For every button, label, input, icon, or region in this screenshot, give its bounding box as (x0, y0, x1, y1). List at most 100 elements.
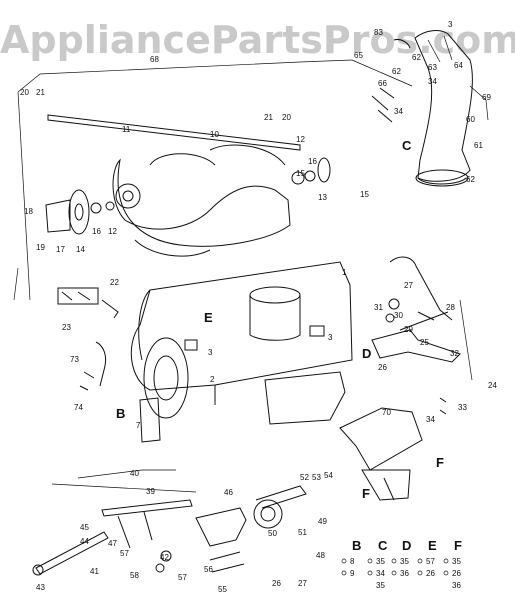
callout: 57 (178, 573, 187, 582)
letter-labels: E D B F F C (116, 138, 444, 501)
callout: 40 (130, 469, 139, 478)
callout: 49 (318, 517, 327, 526)
callout: 34 (426, 415, 435, 424)
hardware-legend: B C D E F 8 35 35 57 35 9 34 36 26 26 35… (341, 538, 462, 590)
legend-header: C (378, 538, 388, 553)
handle-linkage (32, 485, 307, 576)
callout: 74 (74, 403, 83, 412)
legend-cell: 35 (376, 581, 385, 590)
callout: 34 (428, 77, 437, 86)
callout: 69 (482, 93, 491, 102)
callout: 46 (224, 488, 233, 497)
callout: 61 (474, 141, 483, 150)
legend-cell: 8 (350, 557, 355, 566)
legend-cell: 57 (426, 557, 435, 566)
callout: 26 (378, 363, 387, 372)
callout: 15 (296, 169, 305, 178)
callout: 19 (36, 243, 45, 252)
callout: 73 (70, 355, 79, 364)
legend-header: B (352, 538, 361, 553)
letter-label: F (362, 486, 370, 501)
legend-cell: 34 (376, 569, 385, 578)
legend-cell: 35 (452, 557, 461, 566)
legend-header: F (454, 538, 462, 553)
callout: 20 (282, 113, 291, 122)
legend-cell: 26 (452, 569, 461, 578)
letter-label: F (436, 455, 444, 470)
callout: 32 (450, 349, 459, 358)
callout: 47 (108, 539, 117, 548)
callout: 14 (76, 245, 85, 254)
legend-header: D (402, 538, 411, 553)
callout: 2 (210, 375, 215, 384)
letter-label: E (204, 310, 213, 325)
callout: 28 (446, 303, 455, 312)
callout: 62 (466, 175, 475, 184)
auger-housing (130, 261, 353, 443)
callout: 34 (394, 107, 403, 116)
letter-label: D (362, 346, 371, 361)
callout: 7 (136, 421, 141, 430)
legend-cell: 26 (426, 569, 435, 578)
callout: 30 (394, 311, 403, 320)
callout: 29 (404, 325, 413, 334)
callout: 48 (316, 551, 325, 560)
legend-cell: 9 (350, 569, 355, 578)
callout: 62 (392, 67, 401, 76)
letter-label: C (402, 138, 412, 153)
legend-cell: 36 (400, 569, 409, 578)
legend-header: E (428, 538, 437, 553)
callout: 43 (36, 583, 45, 592)
callout: 26 (272, 579, 281, 588)
callout: 50 (268, 529, 277, 538)
callout: 63 (428, 63, 437, 72)
callout: 10 (210, 130, 219, 139)
callout: 16 (308, 157, 317, 166)
callout: 58 (130, 571, 139, 580)
callout: 57 (120, 549, 129, 558)
callout: 64 (454, 61, 463, 70)
callout: 3 (208, 348, 213, 357)
skid-shoe (339, 407, 423, 501)
callout: 1 (342, 268, 347, 277)
callout: 15 (360, 190, 369, 199)
callout: 83 (374, 28, 383, 37)
callout: 24 (488, 381, 497, 390)
callout-labels: 83 3 65 62 64 66 34 63 62 69 60 61 62 34… (20, 20, 497, 594)
callout: 21 (264, 113, 273, 122)
callout: 3 (328, 333, 333, 342)
callout: 62 (412, 53, 421, 62)
callout: 52 (300, 473, 309, 482)
auger-assembly (45, 114, 331, 257)
callout: 42 (160, 553, 169, 562)
group-brackets (13, 59, 489, 493)
callout: 51 (298, 528, 307, 537)
callout: 45 (80, 523, 89, 532)
callout: 16 (92, 227, 101, 236)
callout: 27 (298, 579, 307, 588)
legend-cell: 35 (400, 557, 409, 566)
callout: 3 (448, 20, 453, 29)
misc-parts (57, 287, 119, 391)
letter-label: B (116, 406, 125, 421)
callout: 65 (354, 51, 363, 60)
callout: 39 (146, 487, 155, 496)
callout: 17 (56, 245, 65, 254)
callout: 25 (420, 338, 429, 347)
callout: 12 (296, 135, 305, 144)
legend-cell: 36 (452, 581, 461, 590)
discharge-chute (371, 30, 473, 187)
drive-linkage (371, 256, 461, 415)
callout: 56 (204, 565, 213, 574)
callout: 54 (324, 471, 333, 480)
callout: 53 (312, 473, 321, 482)
callout: 18 (24, 207, 33, 216)
callout: 22 (110, 278, 119, 287)
callout: 60 (466, 115, 475, 124)
callout: 41 (90, 567, 99, 576)
callout: 70 (382, 408, 391, 417)
callout: 20 (20, 88, 29, 97)
callout: 23 (62, 323, 71, 332)
watermark-text: AppliancePartsPros.com (0, 18, 515, 62)
